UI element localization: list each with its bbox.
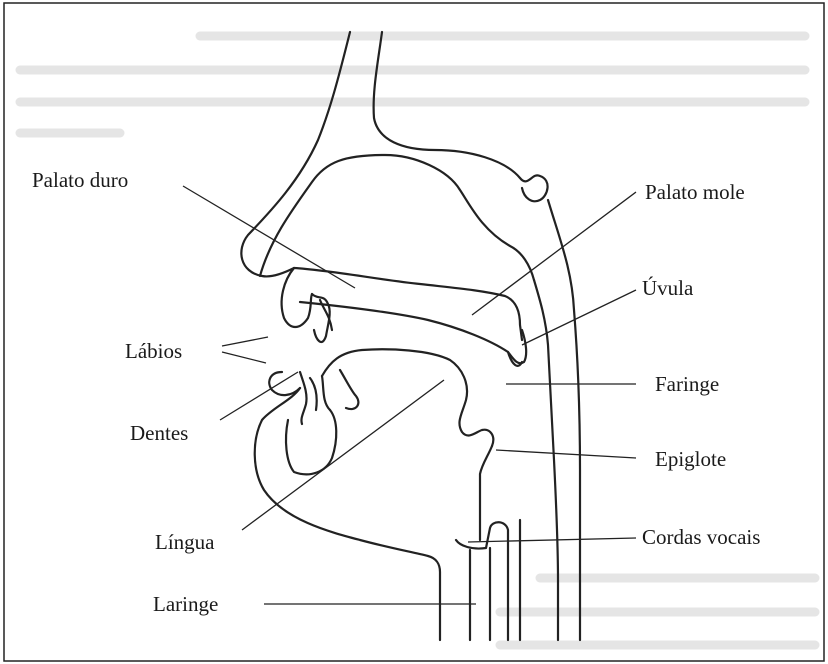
- nasal-cavity-roof: [374, 32, 548, 201]
- upper-lip: [282, 268, 312, 327]
- hard-palate-lower: [300, 302, 526, 363]
- nasal-cavity-inner: [260, 155, 534, 280]
- label-dentes: Dentes: [130, 423, 188, 444]
- label-cordas-vocais: Cordas vocais: [642, 527, 760, 548]
- lower-teeth: [300, 372, 330, 424]
- trachea: [470, 548, 490, 640]
- larynx-front: [456, 522, 508, 640]
- label-faringe: Faringe: [655, 374, 719, 395]
- leader-lines: [183, 186, 636, 604]
- label-laringe: Laringe: [153, 594, 218, 615]
- label-labios: Lábios: [125, 341, 182, 362]
- lower-jaw: [255, 388, 440, 640]
- jaw-bone: [286, 410, 336, 474]
- label-uvula: Úvula: [642, 278, 693, 299]
- tongue-tip: [340, 370, 358, 409]
- label-lingua: Língua: [155, 532, 214, 553]
- lower-lip: [269, 372, 300, 395]
- label-palato-mole: Palato mole: [645, 182, 745, 203]
- label-palato-duro: Palato duro: [32, 170, 128, 191]
- tongue-outline: [322, 349, 493, 446]
- label-epiglote: Epiglote: [655, 449, 726, 470]
